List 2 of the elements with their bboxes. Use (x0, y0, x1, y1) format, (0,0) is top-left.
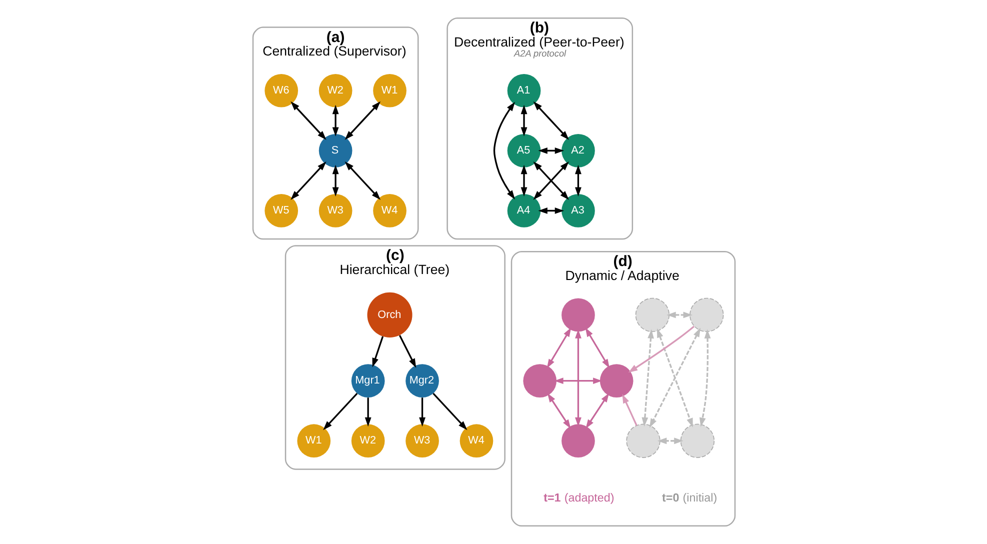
label: t=0 (initial) (662, 491, 717, 504)
label: t=1 (adapted) (543, 491, 614, 504)
